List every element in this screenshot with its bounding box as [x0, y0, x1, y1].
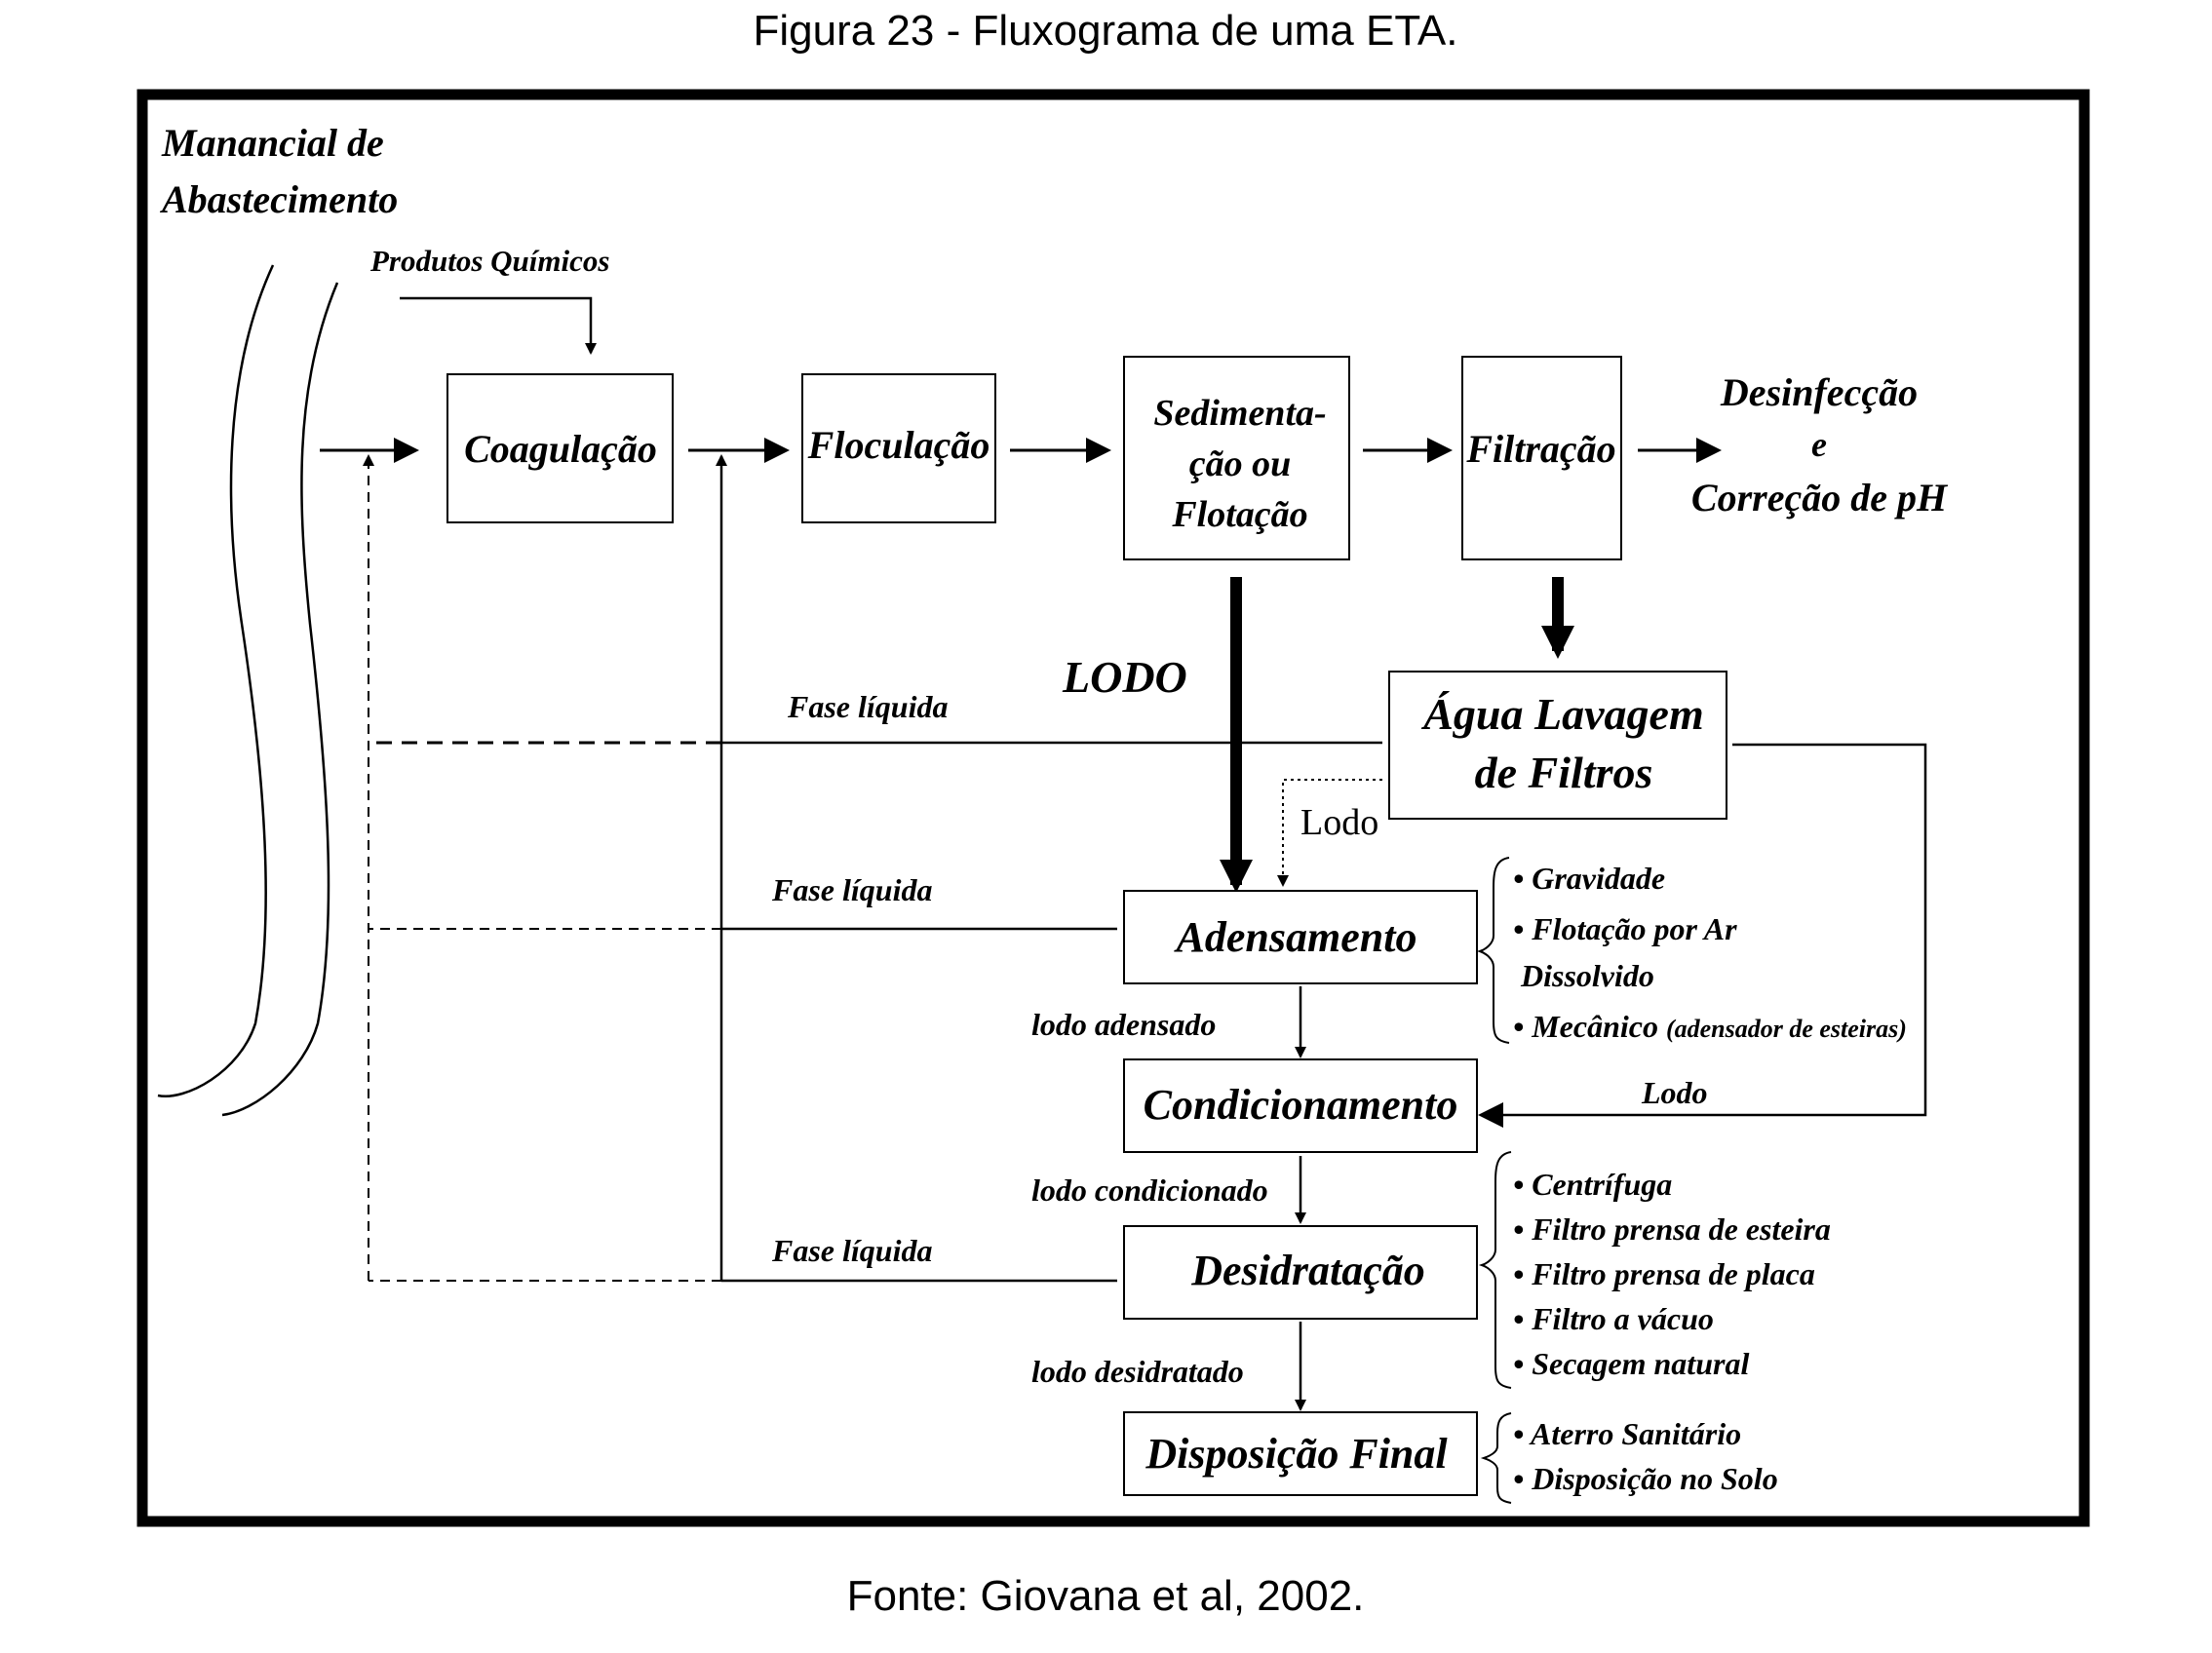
adensamento-method-3: • Mecânico (adensador de esteiras): [1513, 1009, 1907, 1044]
box-adensamento: [1123, 890, 1478, 984]
agua-lavagem-line-2: de Filtros: [1475, 748, 1653, 797]
box-coagulacao: [446, 373, 674, 523]
box-desidratacao: [1123, 1225, 1478, 1320]
floculacao-label: Floculação: [807, 423, 990, 467]
figure-source: Fonte: Giovana et al, 2002.: [847, 1572, 1365, 1620]
lodo-adensado-label: lodo adensado: [1031, 1007, 1216, 1042]
disposicao-label: Disposição Final: [1145, 1430, 1448, 1478]
lodo-desidratado-label: lodo desidratado: [1031, 1354, 1244, 1389]
sedimentacao-line-2: ção ou: [1189, 443, 1292, 484]
box-agua-lavagem: [1388, 671, 1727, 820]
adensamento-brace: [1476, 857, 1510, 1044]
desinfeccao-line-3: Correção de pH: [1691, 476, 1949, 519]
disposicao-brace: [1480, 1412, 1512, 1504]
manancial-line-2: Abastecimento: [159, 177, 398, 221]
adensamento-method-3-main: • Mecânico: [1513, 1009, 1658, 1044]
adensamento-method-1: • Gravidade: [1513, 861, 1665, 896]
sedimentacao-line-3: Flotação: [1171, 494, 1307, 535]
lavagem-to-condicionamento-line: [1478, 743, 1927, 1128]
lodo-condicionado-label: lodo condicionado: [1031, 1172, 1268, 1208]
sedimentacao-line-1: Sedimenta-: [1153, 393, 1326, 434]
adensamento-method-2b: Dissolvido: [1520, 958, 1654, 993]
lodo-right-label: Lodo: [1641, 1075, 1708, 1110]
box-disposicao: [1123, 1411, 1478, 1496]
desidratacao-method-3: • Filtro prensa de placa: [1513, 1256, 1815, 1291]
diagram-frame: [136, 89, 2090, 1527]
condicionamento-label: Condicionamento: [1144, 1081, 1458, 1129]
fase-liquida-1-label: Fase líquida: [787, 689, 948, 724]
adensamento-method-2: • Flotação por Ar: [1513, 911, 1737, 946]
river-bank-right: [221, 282, 339, 1117]
produtos-quimicos-label: Produtos Químicos: [369, 244, 609, 278]
agua-lavagem-line-1: Água Lavagem: [1420, 689, 1703, 739]
disposicao-method-2: • Disposição no Solo: [1513, 1461, 1778, 1496]
desidratacao-method-5: • Secagem natural: [1513, 1346, 1749, 1381]
box-condicionamento: [1123, 1058, 1478, 1153]
figure-caption: Figura 23 - Fluxograma de uma ETA.: [753, 7, 1457, 55]
box-sedimentacao: [1123, 356, 1350, 560]
produtos-quimicos-arrow: [400, 296, 597, 355]
fase-liquida-2-label: Fase líquida: [771, 872, 932, 907]
lodo-small-label: Lodo: [1300, 802, 1378, 843]
manancial-line-1: Manancial de: [161, 121, 384, 165]
desidratacao-label: Desidratação: [1190, 1247, 1425, 1294]
river-bank-left: [157, 264, 275, 1098]
fase-liquida-3-label: Fase líquida: [771, 1233, 932, 1268]
box-filtracao: [1461, 356, 1622, 560]
adensamento-label: Adensamento: [1174, 913, 1417, 961]
lodo-big-label: LODO: [1062, 652, 1187, 702]
desidratacao-brace: [1478, 1151, 1512, 1389]
desinfeccao-line-2: e: [1811, 425, 1827, 464]
disposicao-method-1: • Aterro Sanitário: [1513, 1416, 1741, 1451]
desidratacao-method-1: • Centrífuga: [1513, 1167, 1672, 1202]
box-floculacao: [801, 373, 996, 523]
adensamento-method-3-note: (adensador de esteiras): [1666, 1015, 1907, 1043]
desinfeccao-line-1: Desinfecção: [1720, 370, 1918, 414]
filtracao-label: Filtração: [1465, 427, 1615, 471]
coagulacao-label: Coagulação: [464, 427, 657, 471]
desidratacao-method-4: • Filtro a vácuo: [1513, 1301, 1714, 1336]
desidratacao-method-2: • Filtro prensa de esteira: [1513, 1211, 1831, 1247]
